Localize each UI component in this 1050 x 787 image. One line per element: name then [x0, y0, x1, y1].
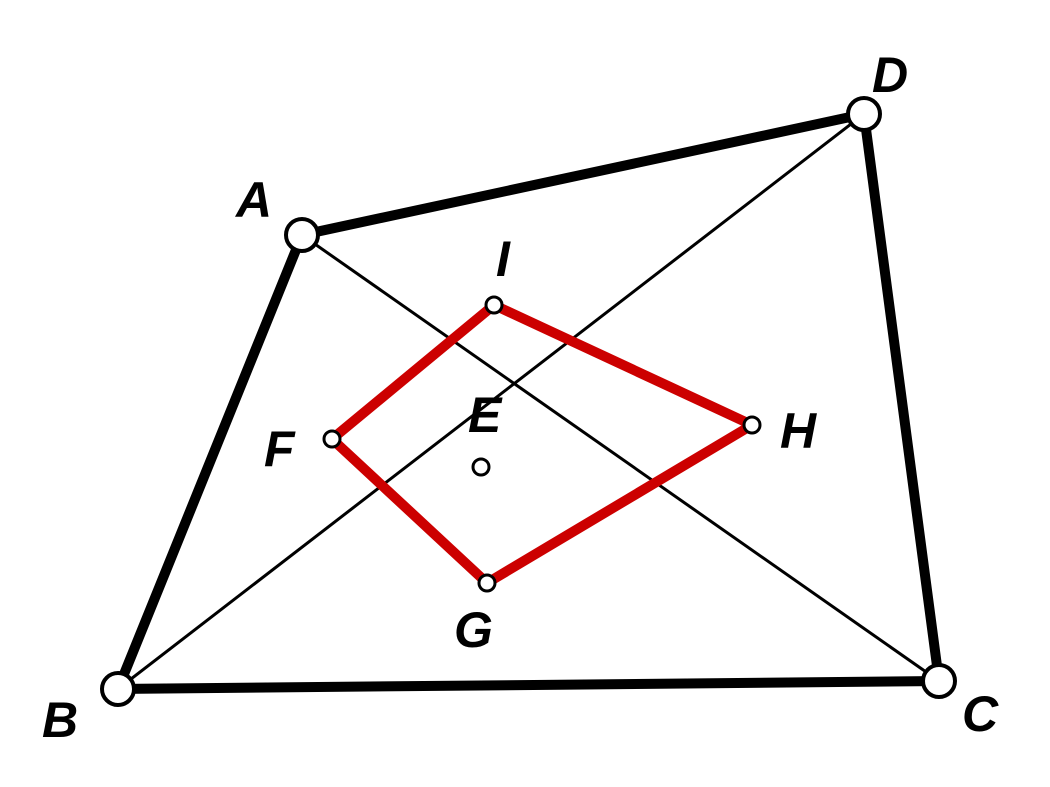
label-b: B — [42, 692, 78, 748]
inner-quadrilateral-fghi — [327, 300, 757, 588]
point-c — [921, 663, 957, 699]
point-e — [471, 457, 491, 477]
point-d — [846, 96, 882, 132]
point-f — [322, 429, 342, 449]
point-i — [484, 295, 504, 315]
label-g: G — [454, 602, 493, 658]
label-d: D — [872, 47, 908, 103]
label-c: C — [962, 686, 999, 742]
label-e: E — [468, 387, 503, 443]
point-h — [742, 415, 762, 435]
label-i: I — [496, 231, 511, 287]
diagonal-ac — [301, 233, 940, 683]
point-g — [477, 573, 497, 593]
label-f: F — [264, 421, 296, 477]
label-a: A — [234, 172, 272, 228]
point-b — [100, 671, 136, 707]
diagonal-bd — [117, 112, 865, 691]
label-h: H — [780, 403, 817, 459]
point-a — [284, 217, 320, 253]
